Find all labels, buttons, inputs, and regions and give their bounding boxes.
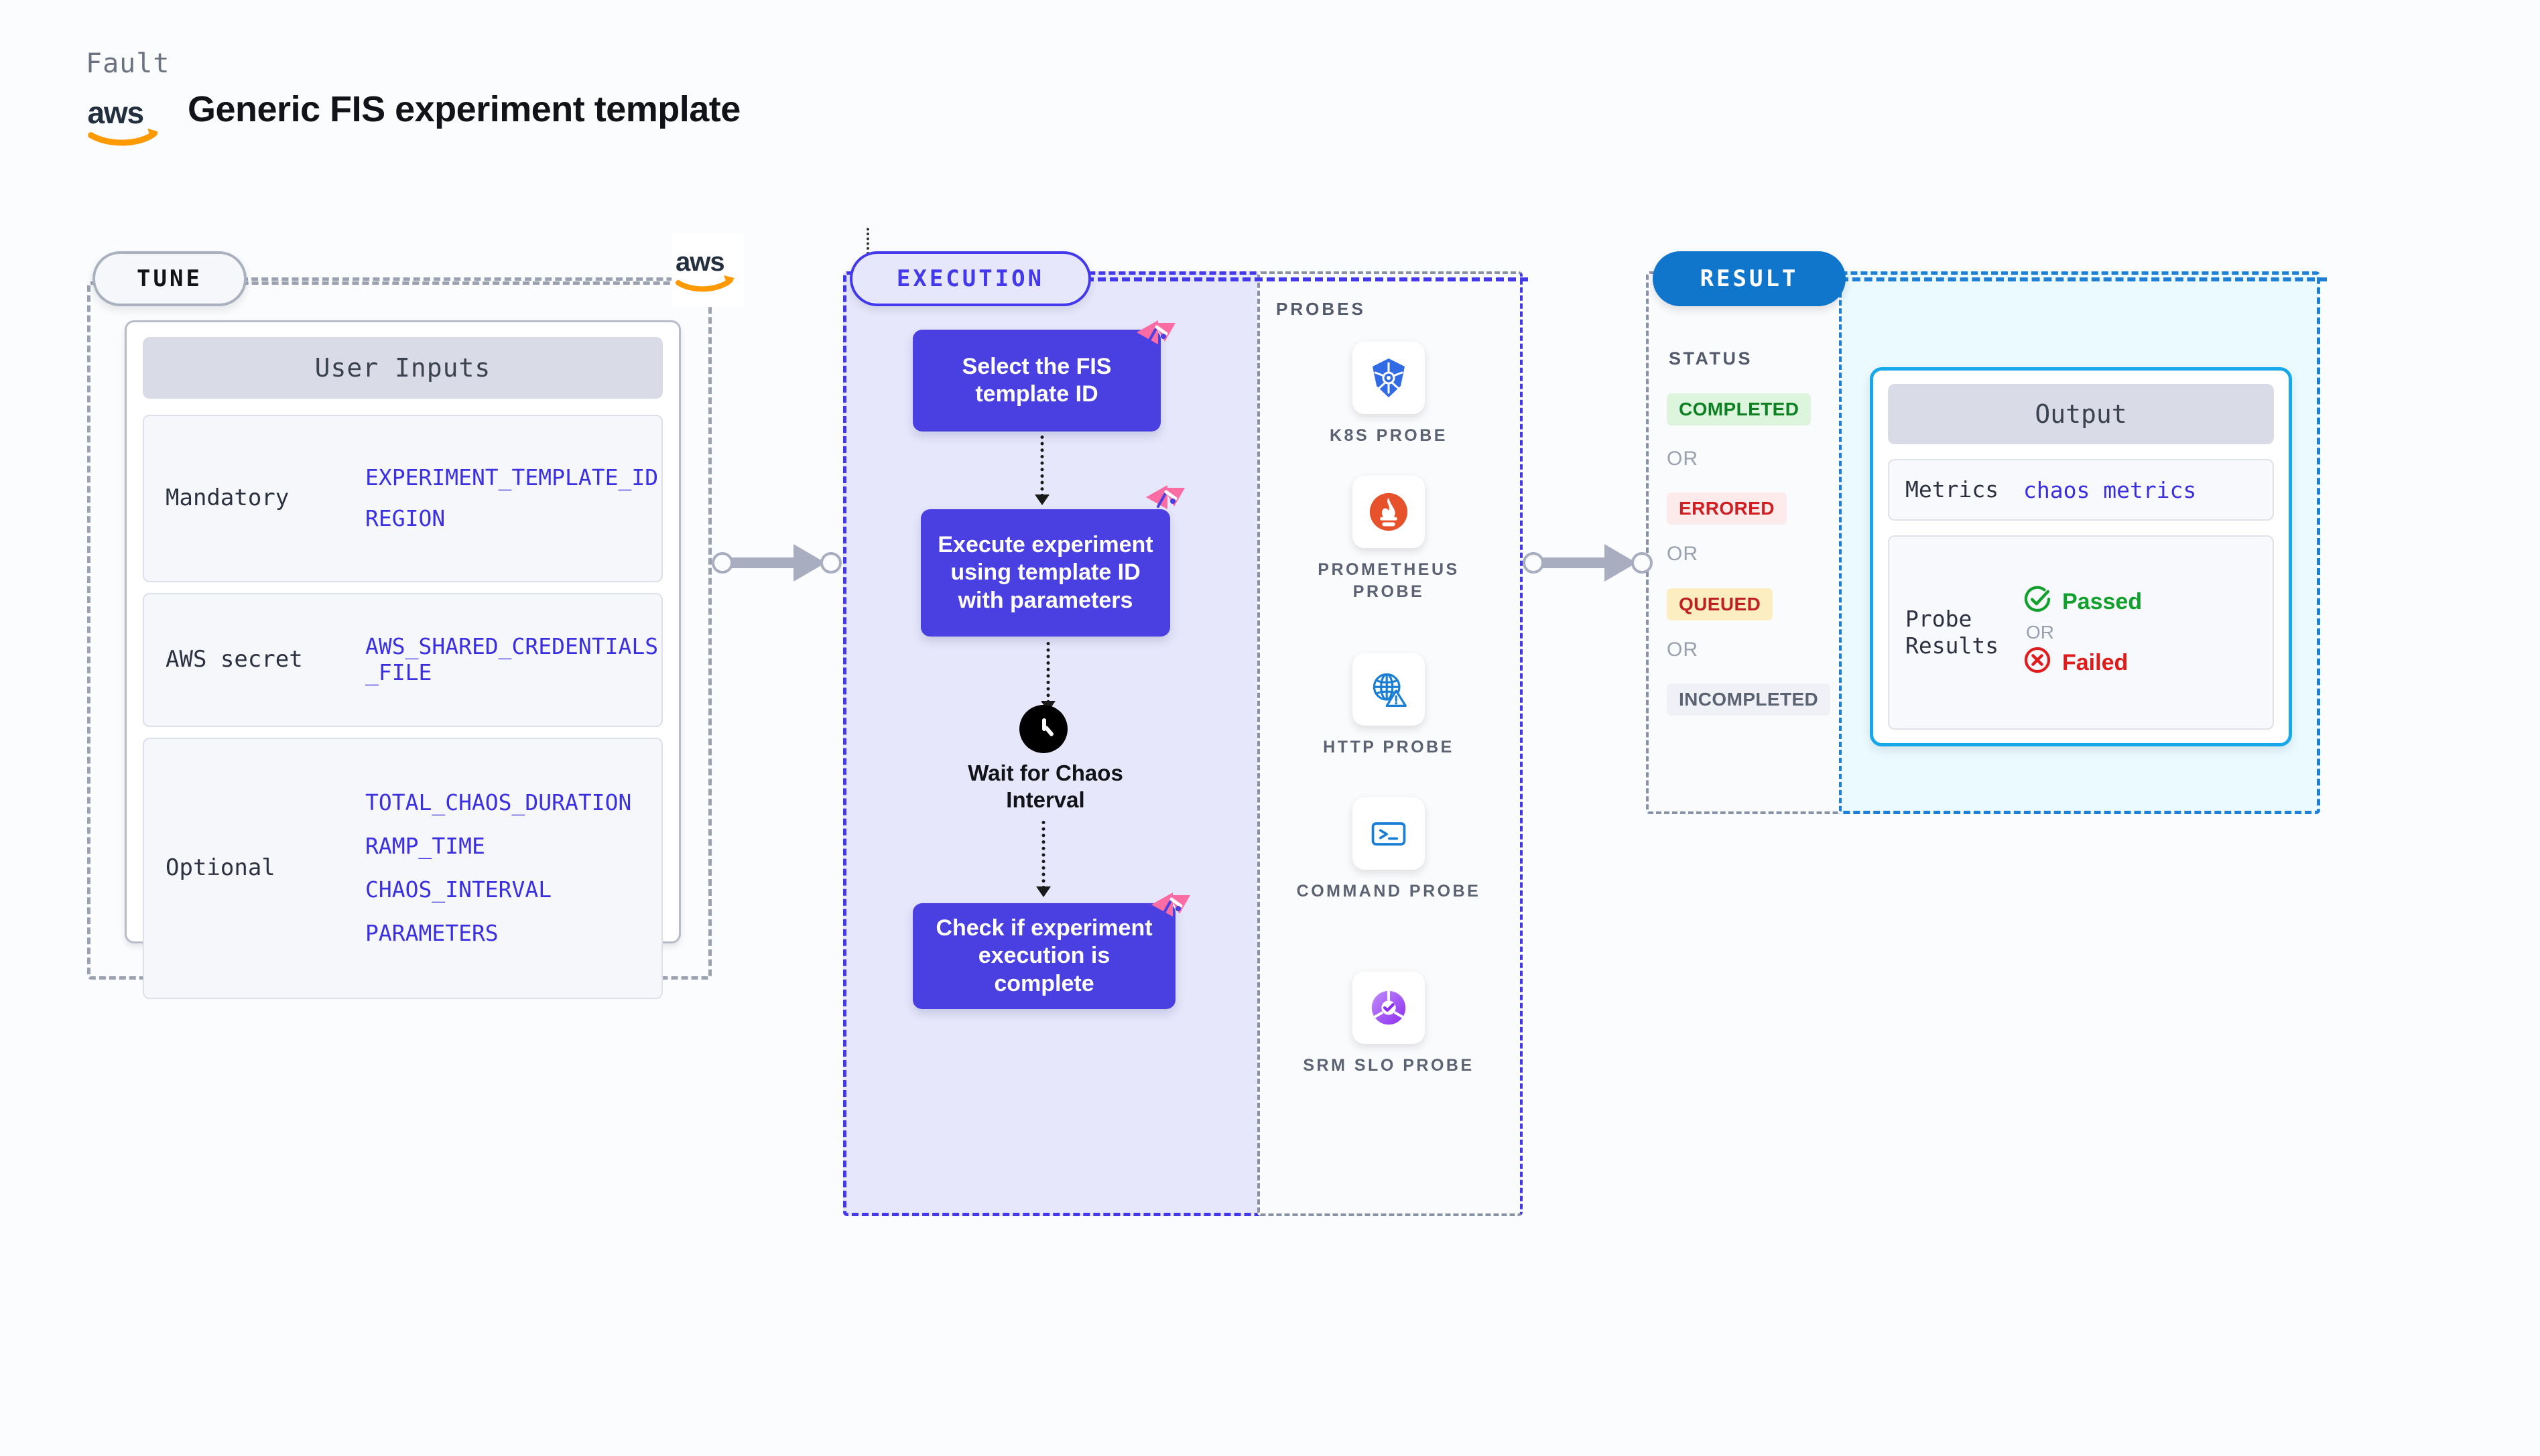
output-label-metrics: Metrics	[1905, 476, 1999, 503]
clock-icon	[1019, 705, 1068, 753]
probe-item-http[interactable]: HTTP PROBE	[1288, 653, 1489, 758]
probe-label-http: HTTP PROBE	[1323, 738, 1454, 756]
srm-slo-icon	[1352, 972, 1425, 1044]
tune-divider	[241, 277, 724, 281]
status-badge-errored: ERRORED	[1667, 492, 1787, 525]
execution-node-check-complete[interactable]: Check if experiment execution is complet…	[913, 903, 1176, 1009]
probes-section-label: PROBES	[1276, 299, 1366, 319]
output-card: Output Metrics chaos metrics Probe Resul…	[1870, 367, 2292, 746]
status-badge-incompleted: INCOMPLETED	[1667, 683, 1831, 716]
probe-result-failed-label: Failed	[2062, 650, 2129, 675]
probe-label-k8s: K8S PROBE	[1330, 426, 1448, 445]
connector-tune-to-execution	[709, 544, 843, 582]
connector-execution-to-result	[1520, 544, 1654, 582]
aws-logo-badge-icon: aws	[672, 233, 744, 307]
value-parameters: PARAMETERS	[365, 919, 499, 946]
output-row-probe-results: Probe Results Passed OR	[1888, 535, 2274, 730]
aws-logo-icon: aws	[86, 94, 172, 147]
status-section-label: STATUS	[1669, 348, 1753, 369]
status-badge-completed: COMPLETED	[1667, 393, 1812, 425]
litmus-icon	[1150, 891, 1192, 930]
flow-arrow-1	[1034, 436, 1050, 505]
value-region: REGION	[365, 505, 446, 531]
check-circle-icon	[2023, 585, 2051, 619]
execution-divider	[1086, 277, 1528, 281]
row-values-optional: TOTAL_CHAOS_DURATION RAMP_TIME CHAOS_INT…	[365, 781, 631, 955]
execution-drop-line	[867, 228, 869, 255]
execution-node-execute-experiment[interactable]: Execute experiment using template ID wit…	[921, 509, 1170, 637]
probe-item-k8s[interactable]: K8S PROBE	[1288, 342, 1489, 447]
input-row-aws-secret: AWS secret AWS_SHARED_CREDENTIALS _FILE	[143, 593, 663, 727]
probe-result-passed-label: Passed	[2062, 589, 2143, 614]
tune-stage-label: TUNE	[92, 251, 247, 306]
value-aws-shared-credentials: AWS_SHARED_CREDENTIALS	[365, 633, 659, 660]
status-or-3: OR	[1667, 639, 1698, 661]
flow-arrow-2	[1040, 642, 1056, 712]
row-values-aws-secret: AWS_SHARED_CREDENTIALS _FILE	[365, 633, 659, 686]
flow-arrow-3	[1035, 821, 1052, 897]
execution-stage-label: EXECUTION	[850, 251, 1091, 306]
probe-result-or: OR	[2026, 622, 2054, 643]
probe-label-command: COMMAND PROBE	[1296, 882, 1481, 901]
litmus-icon	[1145, 484, 1186, 523]
value-experiment-template-id: EXPERIMENT_TEMPLATE_ID	[365, 464, 659, 491]
wait-for-chaos-interval-label: Wait for Chaos Interval	[968, 760, 1123, 813]
input-row-mandatory: Mandatory EXPERIMENT_TEMPLATE_ID REGION	[143, 415, 663, 582]
probe-item-prometheus[interactable]: PROMETHEUS PROBE	[1288, 476, 1489, 602]
probe-result-passed: Passed	[2023, 585, 2142, 619]
status-or-2: OR	[1667, 543, 1698, 565]
input-row-optional: Optional TOTAL_CHAOS_DURATION RAMP_TIME …	[143, 738, 663, 999]
terminal-icon	[1352, 797, 1425, 870]
row-label-aws-secret: AWS secret	[166, 646, 303, 673]
probe-item-command[interactable]: COMMAND PROBE	[1288, 797, 1489, 903]
output-probe-result-list: Passed OR Failed	[2023, 585, 2142, 680]
status-or-1: OR	[1667, 448, 1698, 470]
user-inputs-title: User Inputs	[143, 337, 663, 399]
output-value-metrics: chaos metrics	[2023, 476, 2197, 503]
row-values-mandatory: EXPERIMENT_TEMPLATE_ID REGION	[365, 458, 658, 539]
output-label-probe-results: Probe Results	[1905, 606, 1999, 659]
value-aws-shared-credentials-file: _FILE	[365, 659, 432, 685]
probe-item-srm-slo[interactable]: SRM SLO PROBE	[1288, 972, 1489, 1077]
value-ramp-time: RAMP_TIME	[365, 833, 485, 860]
prometheus-icon	[1352, 476, 1425, 548]
litmus-icon	[1135, 319, 1177, 358]
output-row-metrics: Metrics chaos metrics	[1888, 459, 2274, 521]
svg-text:aws: aws	[88, 95, 143, 130]
execution-node-select-template[interactable]: Select the FIS template ID	[913, 330, 1161, 432]
value-chaos-interval: CHAOS_INTERVAL	[365, 876, 552, 903]
result-divider	[1840, 277, 2327, 281]
probes-stage-container	[1257, 271, 1523, 1216]
user-inputs-card: User Inputs Mandatory EXPERIMENT_TEMPLAT…	[125, 320, 681, 999]
value-total-chaos-duration: TOTAL_CHAOS_DURATION	[365, 789, 632, 816]
kubernetes-icon	[1352, 342, 1425, 414]
probe-label-srm-slo: SRM SLO PROBE	[1303, 1056, 1474, 1075]
row-label-mandatory: Mandatory	[166, 484, 290, 512]
svg-text:aws: aws	[676, 247, 724, 277]
probe-result-failed: Failed	[2023, 646, 2142, 680]
http-globe-icon	[1352, 653, 1425, 726]
row-label-optional: Optional	[166, 854, 275, 882]
result-stage-label: RESULT	[1653, 251, 1846, 306]
status-badge-queued: QUEUED	[1667, 588, 1773, 620]
page-eyebrow: Fault	[86, 48, 170, 79]
probe-label-prometheus: PROMETHEUS PROBE	[1318, 560, 1460, 601]
close-circle-icon	[2023, 646, 2051, 680]
page-title: Generic FIS experiment template	[188, 89, 741, 129]
output-title: Output	[1888, 384, 2274, 444]
